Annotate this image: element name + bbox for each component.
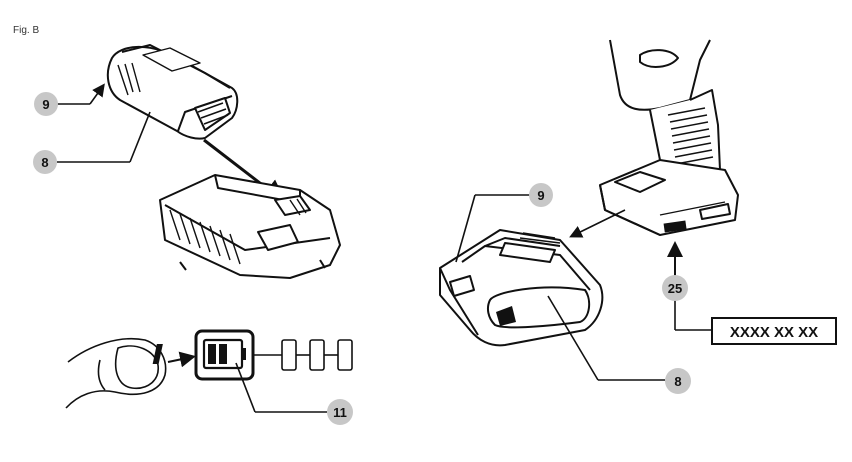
callout-8-left-text: 8 <box>41 155 48 170</box>
callout-9-left-text: 9 <box>42 97 49 112</box>
date-code-text: XXXX XX XX <box>730 324 818 341</box>
led-indicators <box>253 340 352 370</box>
battery-pack-top-left <box>108 45 237 139</box>
callout-9-right-text: 9 <box>537 188 544 203</box>
battery-pack-right <box>440 230 602 345</box>
finger-illustration <box>66 339 166 408</box>
insert-arrow-drill <box>572 210 625 236</box>
callout-9-left: 9 <box>34 86 103 116</box>
date-code-box: XXXX XX XX <box>712 318 836 344</box>
charger-illustration <box>160 175 340 278</box>
callout-11-text: 11 <box>333 405 347 420</box>
fuel-gauge-button <box>153 331 253 379</box>
callout-8-right-text: 8 <box>674 374 681 389</box>
callout-25: 25 <box>662 245 712 330</box>
drill-illustration <box>600 40 738 235</box>
callout-25-text: 25 <box>668 281 682 296</box>
press-arrow <box>168 357 192 362</box>
callout-8-left: 8 <box>33 112 150 174</box>
